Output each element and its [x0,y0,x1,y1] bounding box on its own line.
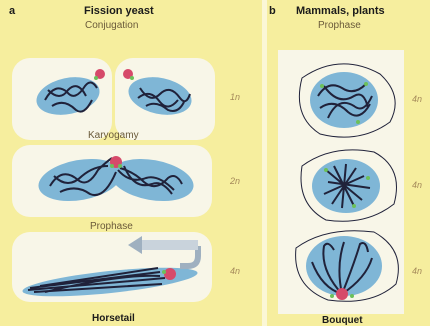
ploidy-label-4n-b2: 4n [412,180,422,190]
horsetail-movement-arrow-shaft [140,240,198,250]
karyogamy-telomere-a [110,164,114,168]
panel-a: a Fission yeast Conjugation Karyogamy Pr… [0,0,262,326]
stage-label-prophase-b: Prophase [318,20,361,31]
stage-label-conjugation: Conjugation [85,20,138,31]
ploidy-label-4n-b1: 4n [412,94,422,104]
panel-a-diagram [0,0,262,326]
panel-a-letter: a [9,5,15,17]
bouquet-cell-3-telomere-a [330,294,334,298]
panel-b-footer: Bouquet [322,315,363,326]
bouquet-cell-3-telomere-b [350,294,354,298]
panel-a-footer: Horsetail [92,313,135,324]
panel-b-heading: Mammals, plants [296,5,385,17]
ploidy-label-2n: 2n [230,176,240,186]
panel-b: b Mammals, plants Prophase 4n 4n 4n Bouq… [262,0,430,326]
stage-label-karyogamy: Karyogamy [88,130,139,141]
bouquet-cell-2-telomere-a [324,168,328,172]
panel-b-diagram [262,0,430,326]
ploidy-label-4n-b3: 4n [412,266,422,276]
bouquet-cell-2-telomere-c [352,204,356,208]
bouquet-cell-2-telomere-b [366,176,370,180]
bouquet-cell-1-telomere-a [320,84,324,88]
stage-label-prophase-a: Prophase [90,221,133,232]
panel-a-heading: Fission yeast [84,5,154,17]
horsetail-spindle-pole-body [164,268,176,280]
karyogamy-telomere-b [118,164,122,168]
bouquet-cell-1-telomere-b [364,82,368,86]
telomere-left [94,76,98,80]
horsetail-telomere [162,270,166,274]
bouquet-cell-1-telomere-c [356,120,360,124]
panel-b-letter: b [269,5,276,17]
ploidy-label-1n: 1n [230,92,240,102]
bouquet-cell-3-spindle-pole [336,288,348,300]
telomere-right [130,76,134,80]
ploidy-label-4n-a: 4n [230,266,240,276]
